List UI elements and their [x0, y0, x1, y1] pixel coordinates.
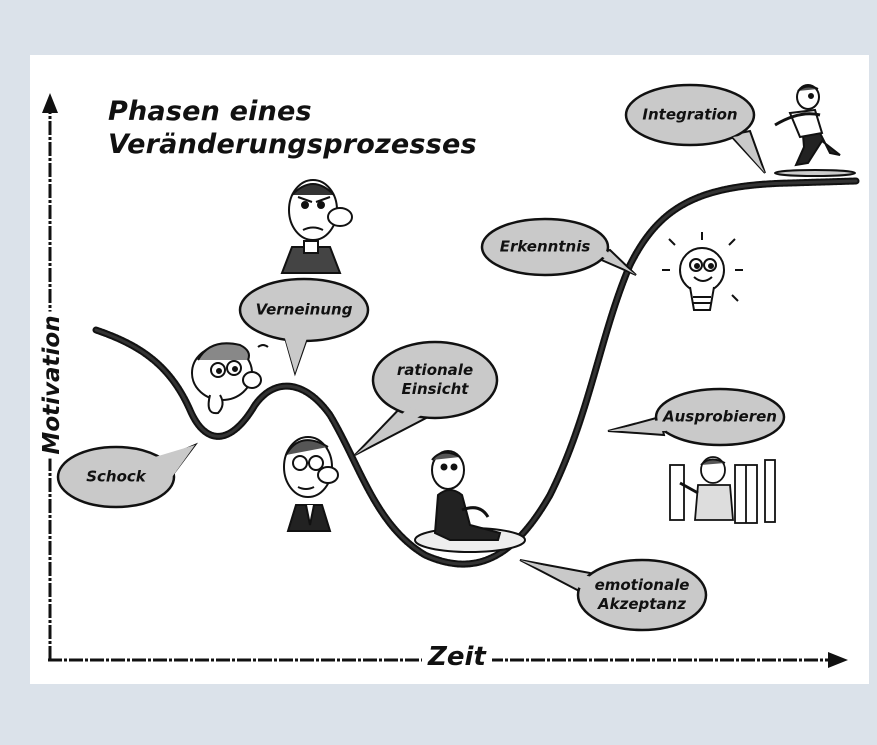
cartoon-worker-with-tools: [669, 456, 776, 524]
title-line-2: Veränderungsprozesses: [108, 129, 477, 160]
label-erkenntnis: Erkenntnis: [499, 237, 591, 256]
label-rationale: rationale: [396, 361, 474, 379]
bubble-rationale-einsicht: [354, 340, 499, 456]
bubble-erkenntnis: [480, 217, 637, 277]
x-axis: [48, 652, 848, 668]
label-einsicht: Einsicht: [401, 380, 469, 398]
label-integration: Integration: [642, 105, 738, 124]
label-emotionale-akzeptanz: emotionale Akzeptanz: [595, 576, 690, 614]
x-axis-label: Zeit: [422, 642, 492, 672]
bubble-ausprobieren: [607, 387, 786, 447]
label-schock: Schock: [86, 467, 146, 486]
diagram-title: Phasen eines Veränderungsprozesses: [108, 95, 477, 161]
cartoon-lightbulb: [662, 232, 743, 311]
cartoon-shocked-face: [191, 342, 269, 415]
cartoon-walking-man: [774, 84, 856, 177]
bubble-emotionale-akzeptanz: [519, 558, 708, 632]
bubble-schock: [56, 442, 199, 509]
change-curve: [92, 177, 860, 568]
bubble-integration: [624, 83, 766, 174]
diagram-canvas: [42, 83, 860, 668]
diagram-card: Phasen eines Veränderungsprozesses Schoc…: [30, 55, 869, 684]
y-axis-label: Motivation: [39, 311, 65, 459]
label-verneinung: Verneinung: [255, 300, 353, 319]
cartoon-angry-man: [280, 179, 353, 274]
cartoon-sitting-man: [414, 450, 526, 553]
label-rationale-einsicht: rationale Einsicht: [397, 361, 473, 399]
label-akzeptanz: Akzeptanz: [598, 595, 686, 613]
label-emotionale: emotionale: [594, 576, 690, 594]
cartoon-thinking-man: [283, 436, 339, 532]
title-line-1: Phasen eines: [108, 96, 312, 127]
label-ausprobieren: Ausprobieren: [663, 407, 777, 426]
bubble-verneinung: [238, 277, 370, 377]
